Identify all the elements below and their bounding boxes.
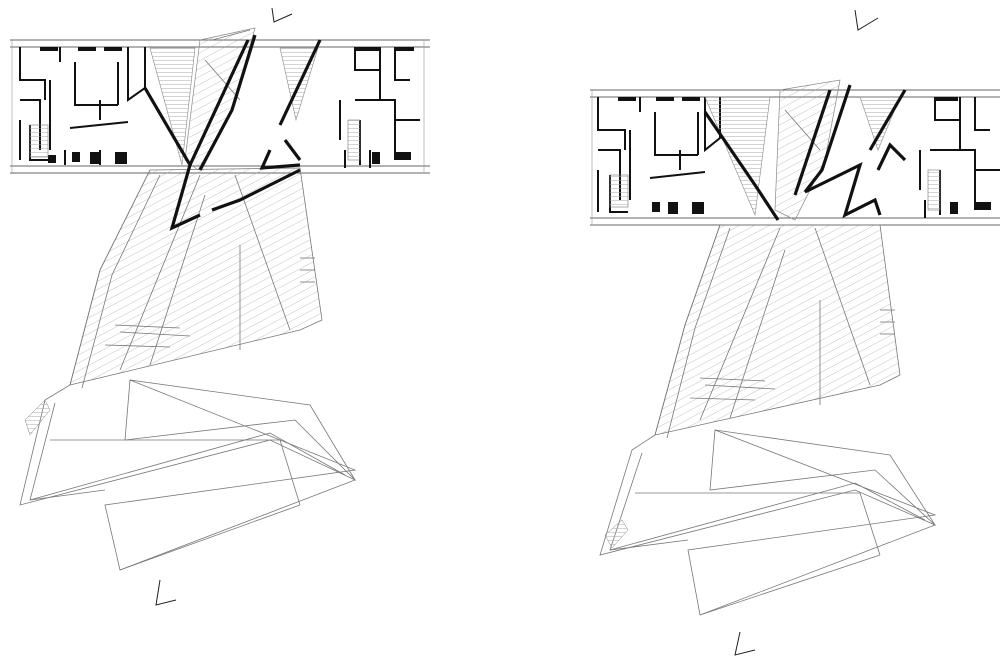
- section-marker-icon: [271, 7, 293, 23]
- section-marker-icon: [734, 631, 756, 656]
- zigzag-volume-right: [599, 224, 937, 616]
- plan-left: [10, 7, 430, 606]
- section-marker-icon: [155, 579, 177, 606]
- new-walls-right: [703, 84, 907, 221]
- zigzag-volume-left: [19, 167, 357, 571]
- plan-right: [590, 9, 1000, 656]
- section-marker-icon: [854, 9, 879, 31]
- new-walls-left: [143, 34, 322, 231]
